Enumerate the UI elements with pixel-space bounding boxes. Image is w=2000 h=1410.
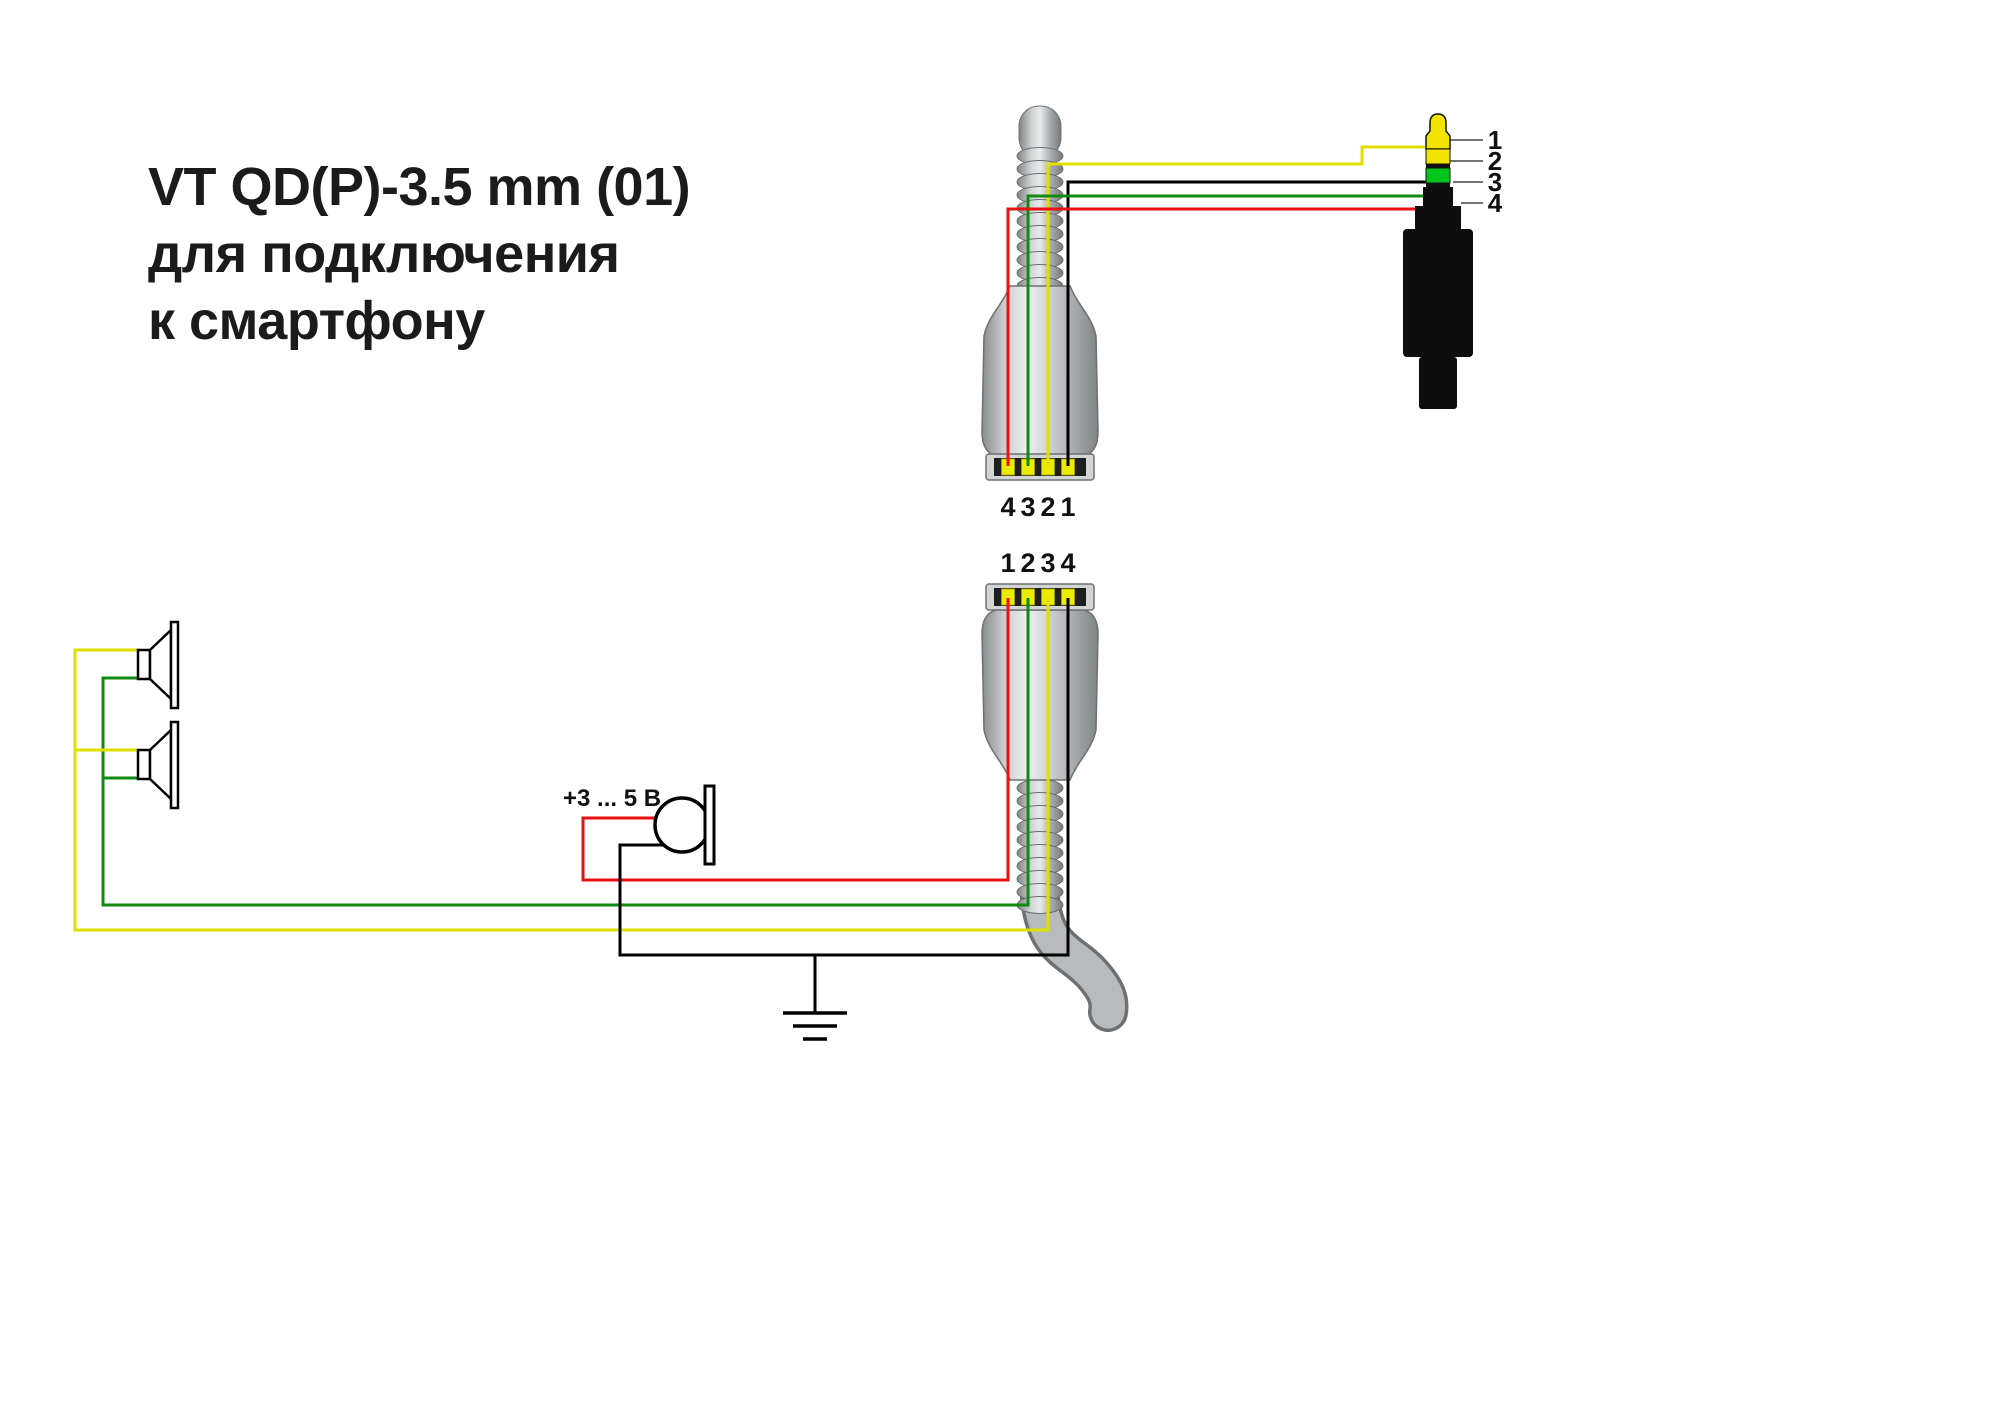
plug-label-2: 2 [1488, 146, 1502, 176]
wire-black-bottom [618, 598, 1070, 957]
plug-ring-yellow [1425, 148, 1451, 165]
speaker-bottom-cone [148, 727, 173, 802]
top-pin-label-3: 3 [1020, 492, 1035, 522]
wire-red-bottom [581, 598, 1010, 882]
microphone-capsule [653, 796, 711, 854]
top-connector-body [981, 285, 1099, 457]
title-line-1: VT QD(P)-3.5 mm (01) [148, 157, 690, 217]
speaker-bottom [136, 720, 180, 810]
bottom-pin-label-1: 1 [1000, 548, 1015, 578]
wire-yellow-bottom [73, 598, 1050, 932]
top-pin-label-4: 4 [1000, 492, 1015, 522]
speaker-bottom-baffle [169, 720, 180, 810]
plug-label-1: 1 [1488, 125, 1502, 155]
speaker-bottom-magnet [136, 748, 152, 781]
plug-collar [1423, 187, 1453, 206]
top-qd-connector: 4 3 2 1 [981, 105, 1099, 522]
wire-black-top [1066, 180, 1426, 466]
plug-leader-lines [1450, 139, 1483, 204]
plug-separator-1 [1426, 164, 1450, 168]
title-line-3: к смартфону [148, 291, 485, 351]
bottom-wires [73, 598, 1070, 1013]
wire-green-bottom [101, 598, 1030, 907]
trrs-plug-3-5mm: 1 2 3 4 [1403, 113, 1503, 409]
bottom-pin-label-3: 3 [1040, 548, 1055, 578]
bottom-contacts [1001, 588, 1075, 606]
speaker-top [136, 620, 180, 710]
top-pin-label-2: 2 [1040, 492, 1055, 522]
plug-tip [1425, 113, 1451, 150]
microphone: +3 ... 5 В [563, 784, 716, 866]
plug-neck [1415, 206, 1461, 229]
ground-symbol [783, 1011, 847, 1041]
wire-red-top [1006, 207, 1415, 466]
bottom-qd-connector: 1 2 3 4 [981, 548, 1129, 1032]
top-pin-labels: 4 3 2 1 [1000, 492, 1075, 522]
plug-contact-labels: 1 2 3 4 [1488, 125, 1503, 218]
top-wires [1006, 145, 1426, 466]
microphone-diaphragm [703, 784, 716, 866]
top-cable-ribs [1016, 147, 1064, 295]
bottom-pin-labels: 1 2 3 4 [1000, 548, 1075, 578]
bottom-pin-label-4: 4 [1060, 548, 1075, 578]
plug-label-3: 3 [1488, 167, 1502, 197]
plug-body [1403, 229, 1473, 357]
speaker-top-cone [148, 627, 173, 702]
title-line-2: для подключения [148, 224, 620, 284]
wire-green-top [1026, 194, 1423, 466]
plug-separator-2 [1426, 183, 1450, 187]
plug-boot [1419, 357, 1457, 409]
speaker-top-baffle [169, 620, 180, 710]
plug-label-4: 4 [1488, 188, 1503, 218]
top-pin-label-1: 1 [1060, 492, 1075, 522]
diagram-title: VT QD(P)-3.5 mm (01) для подключения к с… [148, 157, 691, 351]
bottom-cable-ribs [1016, 779, 1064, 914]
plug-ring-green [1425, 167, 1451, 184]
speaker-top-magnet [136, 648, 152, 681]
microphone-voltage-label: +3 ... 5 В [563, 785, 661, 812]
bottom-connector-body [981, 609, 1099, 781]
wire-yellow-top [1046, 145, 1426, 466]
bottom-pin-label-2: 2 [1020, 548, 1035, 578]
